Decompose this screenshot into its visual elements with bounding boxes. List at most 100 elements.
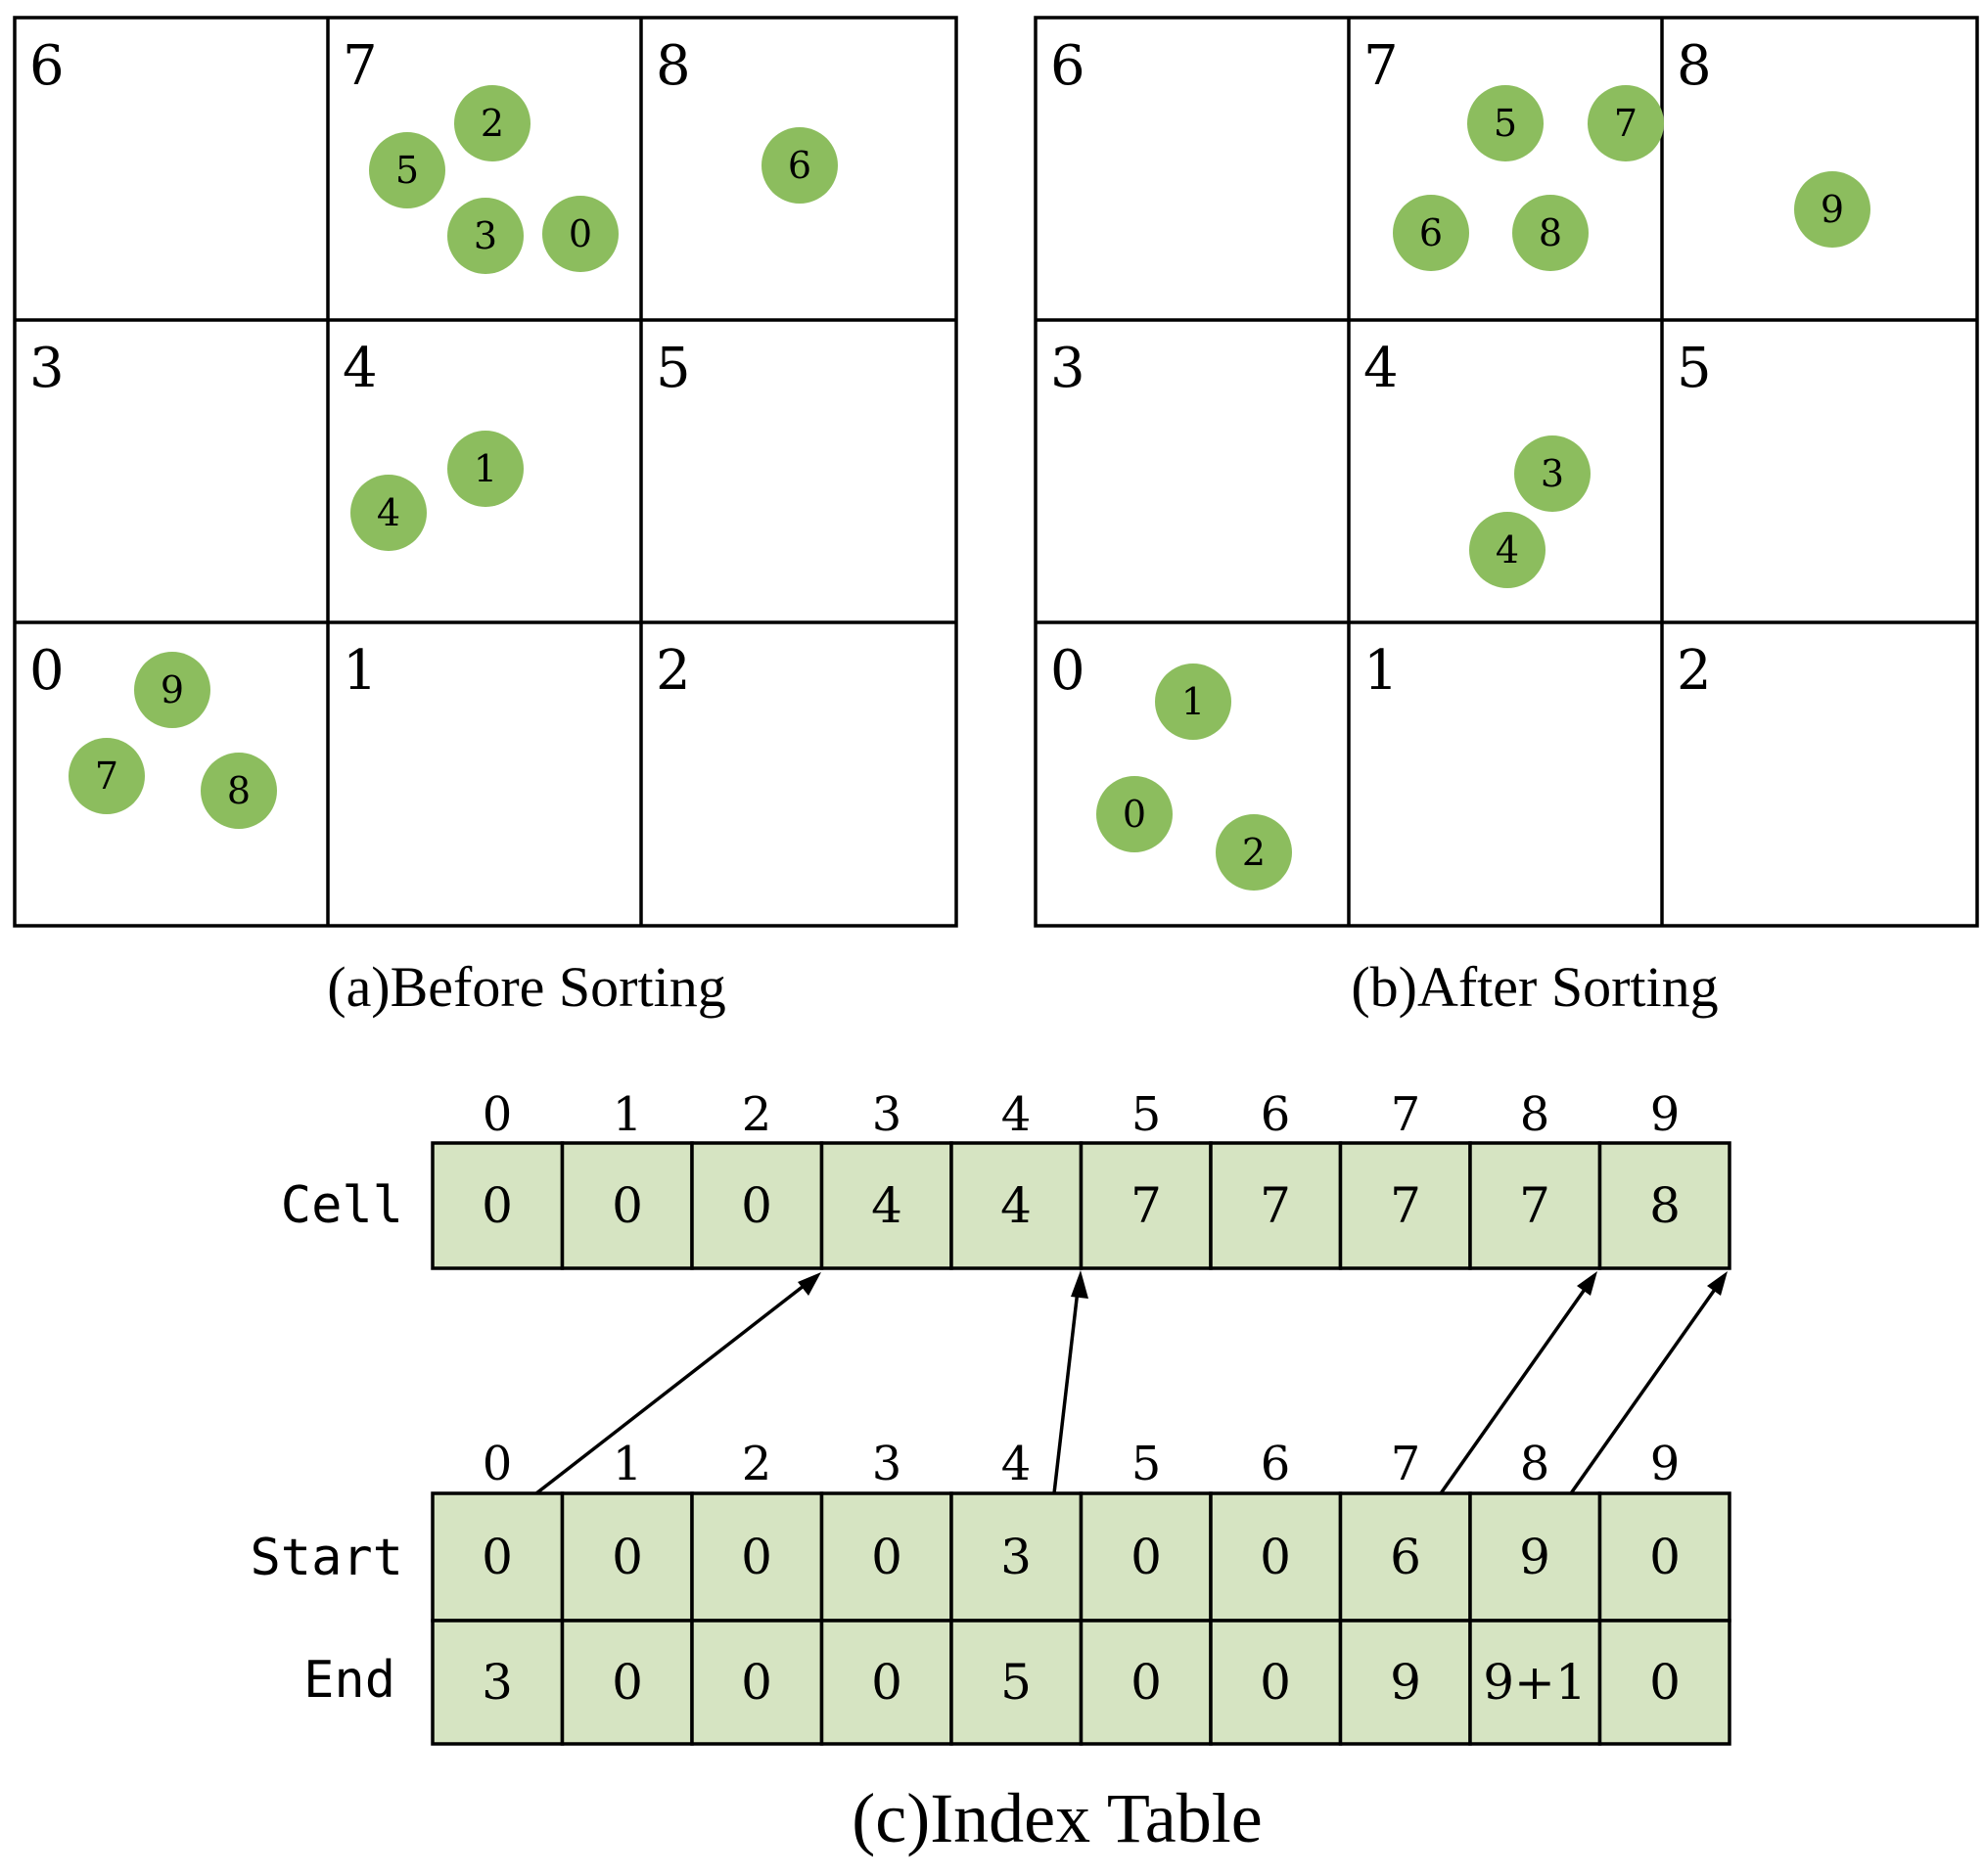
particle-label: 4 [1496,528,1519,572]
index-table-caption: (c)Index Table [852,1779,1262,1857]
grid-a-cell-number: 5 [656,337,691,400]
grid-a-cell-number: 0 [29,639,65,703]
grid-a-cell-number: 3 [29,337,65,400]
particle-label: 2 [1242,831,1266,874]
cell-value: 7 [1130,1177,1162,1234]
pointer-arrows [534,1270,1728,1495]
bottom-index: 9 [1650,1437,1681,1491]
particle-label: 0 [1123,793,1146,836]
end-value: 5 [1000,1654,1032,1711]
particle: 1 [1155,663,1231,740]
arrow-start-4-to-cell-5 [1052,1281,1081,1494]
particle-label: 2 [481,102,504,145]
arrowhead [1577,1271,1597,1296]
end-row-box [1209,1619,1343,1746]
particle: 0 [1096,776,1173,852]
cell-value: 7 [1519,1177,1550,1234]
particle: 8 [1512,195,1589,271]
start-row-label: Start [250,1529,403,1587]
cell-value: 4 [871,1177,902,1234]
particle: 2 [1216,814,1292,891]
grid-after-sorting: 6 7 8 3 4 5 0 1 2 5 7 6 8 9 3 4 1 0 2 (b… [1034,16,1979,1019]
end-value: 0 [871,1654,902,1711]
particle-label: 5 [1494,102,1517,145]
particle: 9 [1794,171,1870,248]
start-value: 9 [1519,1529,1550,1585]
end-row-box [431,1619,565,1746]
arrowhead [1071,1270,1088,1299]
particle: 2 [454,85,531,161]
bottom-index: 8 [1520,1437,1550,1491]
arrowhead [798,1272,821,1296]
grid-a-cell-number: 4 [343,337,378,400]
cell-row-box [1468,1141,1602,1270]
start-row: 0 0 0 0 3 0 0 6 9 0 [431,1491,1731,1623]
grid-b-cell-number: 5 [1677,337,1712,400]
end-row-box [690,1619,824,1746]
grid-a-border [13,16,958,928]
particle-label: 1 [1181,680,1205,723]
particle: 1 [447,431,524,507]
end-value: 0 [1130,1654,1162,1711]
particle-label: 7 [1614,102,1638,145]
top-index: 9 [1650,1087,1681,1142]
start-value: 0 [1130,1529,1162,1585]
grid-b-cell-number: 7 [1363,34,1399,98]
bottom-index: 4 [1001,1437,1032,1491]
top-index: 2 [742,1087,772,1142]
particle-label: 9 [1821,188,1844,231]
cell-value: 4 [1000,1177,1032,1234]
cell-row-box [560,1141,694,1270]
start-row-box [690,1491,824,1623]
particle: 0 [542,196,619,272]
end-row: 3 0 0 0 5 0 0 9 9+1 0 [431,1619,1731,1746]
top-index: 7 [1391,1087,1421,1142]
particle-label: 4 [377,491,400,534]
cell-value: 8 [1649,1177,1681,1234]
particle: 7 [69,738,145,814]
end-value: 0 [741,1654,772,1711]
start-row-box [1468,1491,1602,1623]
particle-label: 6 [788,144,811,187]
grid-b-cell-number: 1 [1363,639,1399,703]
cell-value: 7 [1390,1177,1421,1234]
particle: 7 [1588,85,1664,161]
grid-a-cell-number: 1 [343,639,378,703]
particle-label: 3 [474,214,497,257]
grid-a-cell-number: 7 [343,34,378,98]
particle: 4 [350,475,427,551]
particle-label: 8 [227,769,251,812]
grid-a-cell-number: 2 [656,639,691,703]
grid-b-cell-number: 8 [1677,34,1712,98]
particle-label: 5 [395,149,419,192]
end-value: 9+1 [1483,1654,1587,1711]
particle: 4 [1469,512,1546,588]
cell-row: 0 0 0 4 4 7 7 7 7 8 [431,1141,1731,1270]
particle-label: 9 [161,668,184,711]
particle-label: 1 [474,447,497,490]
top-index: 1 [613,1087,643,1142]
bottom-index: 1 [613,1437,643,1491]
particle: 5 [369,132,445,208]
grid-b-caption: (b)After Sorting [1351,955,1718,1019]
particle: 3 [447,198,524,274]
arrow-start-0-to-cell-3 [534,1277,814,1495]
particle-label: 0 [569,212,592,255]
grid-b-cell-number: 3 [1050,337,1085,400]
end-value: 0 [612,1654,643,1711]
particle-label: 3 [1541,452,1564,495]
particle-label: 6 [1419,211,1443,254]
grid-b-cell-number: 6 [1050,34,1085,98]
bottom-column-indices: 0 1 2 3 4 5 6 7 8 9 [483,1437,1681,1491]
start-row-box [1597,1491,1731,1623]
start-value: 0 [612,1529,643,1585]
grid-b-border [1034,16,1979,928]
cell-row-box [1597,1141,1731,1270]
particle: 6 [761,127,838,204]
top-index: 5 [1131,1087,1162,1142]
end-row-box [1079,1619,1213,1746]
top-index: 4 [1001,1087,1032,1142]
start-value: 6 [1390,1529,1421,1585]
cell-value: 7 [1260,1177,1291,1234]
